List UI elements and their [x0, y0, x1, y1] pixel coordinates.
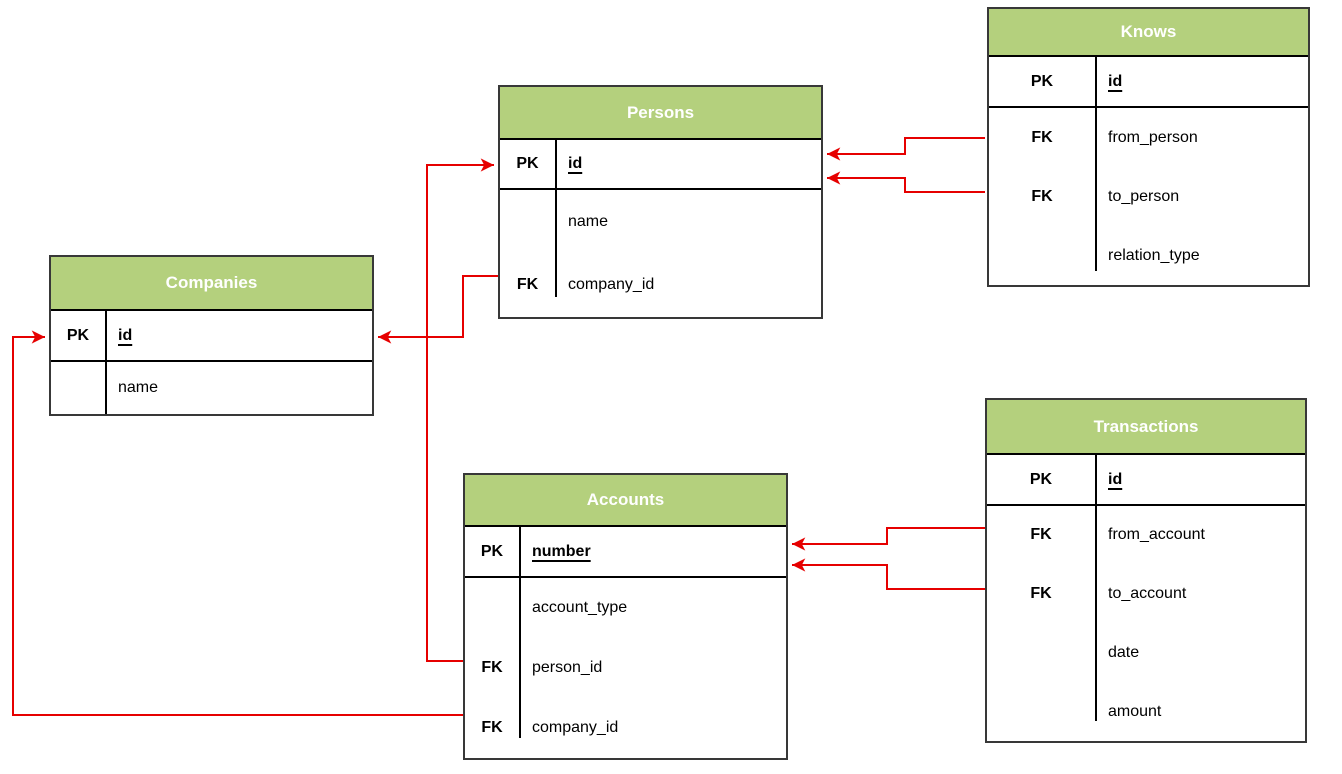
- key-label: FK: [481, 719, 503, 736]
- key-label-empty: [989, 226, 1095, 285]
- key-label-empty: [51, 362, 105, 414]
- field-name: to_account: [1108, 585, 1187, 603]
- table-body-companies: name: [51, 362, 372, 414]
- table-row-knows-to_person: FK to_person: [989, 167, 1308, 226]
- table-row-persons-company_id: FK company_id: [500, 254, 821, 318]
- table-row-companies-id: PK id: [51, 311, 372, 362]
- relation-transactions-from_account-to-accounts-number[interactable]: [792, 527, 985, 551]
- key-label-empty: [987, 682, 1095, 741]
- relation-transactions-to_account-to-accounts-number[interactable]: [792, 558, 985, 590]
- field-name: date: [1108, 643, 1140, 661]
- table-row-knows-from_person: FK from_person: [989, 108, 1308, 167]
- primary-key-field: id: [118, 326, 133, 344]
- field-name: account_type: [532, 599, 628, 616]
- field-name: to_person: [1108, 187, 1180, 205]
- table-row-transactions-id: PK id: [987, 455, 1305, 506]
- primary-key-field: id: [568, 155, 583, 172]
- primary-key-field: number: [532, 542, 591, 560]
- key-column-divider: [555, 140, 557, 297]
- field-name: from_person: [1108, 128, 1198, 146]
- table-row-accounts-number: PK number: [465, 527, 786, 578]
- field-name: amount: [1108, 702, 1162, 720]
- table-title-transactions: Transactions: [987, 400, 1305, 455]
- key-label: FK: [481, 659, 503, 676]
- key-label: PK: [480, 542, 504, 560]
- relation-persons-company_id-to-companies-id[interactable]: [378, 275, 498, 344]
- table-row-companies-name: name: [51, 362, 372, 414]
- table-row-accounts-person_id: FK person_id: [465, 638, 786, 698]
- primary-key-field: id: [1108, 470, 1123, 488]
- field-name: name: [118, 379, 159, 396]
- table-row-persons-id: PK id: [500, 140, 821, 190]
- key-label: FK: [516, 276, 539, 294]
- table-row-transactions-amount: amount: [987, 682, 1305, 741]
- relation-knows-from_person-to-persons-id[interactable]: [827, 137, 985, 161]
- key-label: PK: [1029, 470, 1053, 488]
- key-label-empty: [500, 190, 555, 254]
- relation-accounts-company_id-to-companies-id[interactable]: [12, 330, 463, 716]
- key-column-divider: [105, 311, 107, 414]
- field-name: from_account: [1108, 526, 1205, 544]
- key-label: FK: [1030, 585, 1052, 603]
- table-title-knows: Knows: [989, 9, 1308, 57]
- primary-key-field: id: [1108, 72, 1123, 90]
- key-column-divider: [1095, 57, 1097, 271]
- key-label: PK: [516, 155, 539, 172]
- table-row-transactions-from_account: FK from_account: [987, 506, 1305, 565]
- table-row-persons-name: name: [500, 190, 821, 254]
- table-row-accounts-company_id: FK company_id: [465, 698, 786, 758]
- field-name: company_id: [532, 719, 619, 736]
- field-name: person_id: [532, 659, 603, 676]
- key-label: FK: [1031, 187, 1053, 205]
- relation-accounts-person_id-to-persons-id[interactable]: [426, 158, 494, 662]
- table-row-knows-relation_type: relation_type: [989, 226, 1308, 285]
- key-label: FK: [1031, 128, 1053, 146]
- table-row-knows-id: PK id: [989, 57, 1308, 108]
- field-name: name: [568, 212, 609, 230]
- key-label: PK: [1030, 72, 1054, 90]
- table-title-persons: Persons: [500, 87, 821, 140]
- key-label-empty: [465, 578, 519, 638]
- key-column-divider: [1095, 455, 1097, 721]
- relation-knows-to_person-to-persons-id[interactable]: [827, 171, 985, 193]
- key-label: PK: [66, 326, 90, 344]
- key-label: FK: [1030, 526, 1052, 544]
- table-title-companies: Companies: [51, 257, 372, 311]
- table-title-accounts: Accounts: [465, 475, 786, 527]
- field-name: relation_type: [1108, 246, 1200, 264]
- key-column-divider: [519, 527, 521, 738]
- table-row-accounts-account_type: account_type: [465, 578, 786, 638]
- table-row-transactions-to_account: FK to_account: [987, 565, 1305, 624]
- field-name: company_id: [568, 276, 655, 294]
- table-row-transactions-date: date: [987, 624, 1305, 683]
- key-label-empty: [987, 624, 1095, 683]
